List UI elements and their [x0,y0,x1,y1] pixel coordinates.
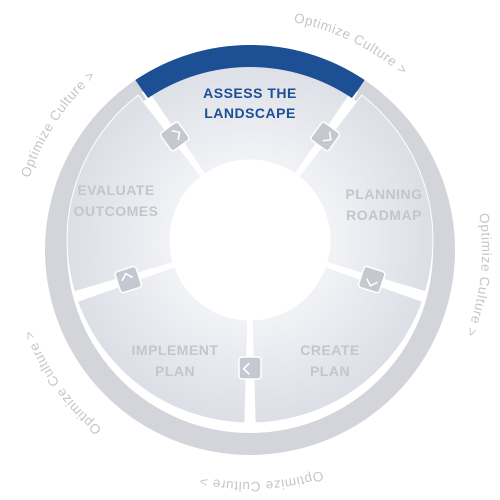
label-planning-line2: ROADMAP [346,207,422,223]
label-evaluate-line2: OUTCOMES [74,203,159,219]
center-hole [170,160,330,320]
outer-label-2: Optimize Culture > [463,212,494,339]
connector-3-icon [238,320,262,423]
label-assess-line2: LANDSCAPE [204,105,296,121]
outer-label-3: Optimize Culture > [198,468,325,494]
active-stage-arc [135,44,365,99]
label-evaluate-line1: EVALUATE [77,182,154,198]
label-implement-line2: PLAN [155,363,195,379]
label-create-line1: CREATE [300,342,360,358]
label-assess-line1: ASSESS THE [203,85,297,101]
connector-2-icon [325,263,425,298]
connector-5-icon [141,91,204,176]
label-planning-line1: PLANNING [345,186,422,202]
connector-4-icon [75,263,175,298]
label-create-line2: PLAN [310,363,350,379]
connector-1-icon [296,91,359,176]
label-implement-line1: IMPLEMENT [132,342,219,358]
